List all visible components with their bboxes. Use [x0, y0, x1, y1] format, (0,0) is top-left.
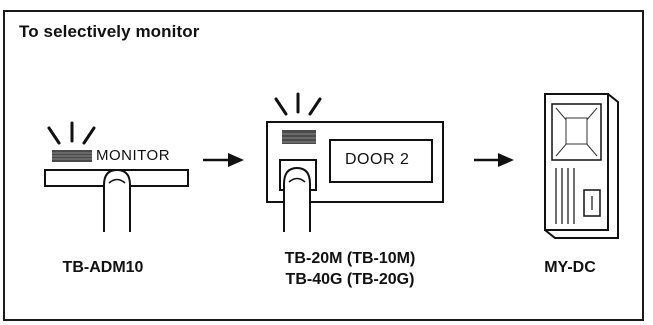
device-label-line-2: TB-40G (TB-20G) — [285, 271, 415, 288]
device-label-tb-20m: TB-20M (TB-10M) TB-40G (TB-20G) — [255, 248, 445, 290]
device-label-my-dc: MY-DC — [544, 259, 596, 276]
arrow-right-icon — [474, 153, 514, 167]
device-label-line-1: TB-20M (TB-10M) — [284, 250, 416, 267]
arrow-right-icon — [203, 153, 244, 167]
door-display-label: DOOR 2 — [345, 151, 410, 168]
selector-panel-illustration — [266, 92, 444, 232]
finger-icon — [283, 166, 311, 232]
flash-rays-icon — [274, 92, 322, 116]
flash-rays-icon — [47, 121, 96, 145]
diagram-frame — [3, 10, 644, 321]
door-display-box — [329, 139, 433, 183]
diagram-heading: To selectively monitor — [19, 22, 200, 41]
tb-adm10-illustration — [44, 121, 189, 232]
device-label-tb-adm10: TB-ADM10 — [62, 259, 144, 276]
finger-icon — [103, 168, 131, 232]
door-station-illustration — [544, 93, 619, 239]
monitor-button-label: MONITOR — [96, 147, 171, 164]
